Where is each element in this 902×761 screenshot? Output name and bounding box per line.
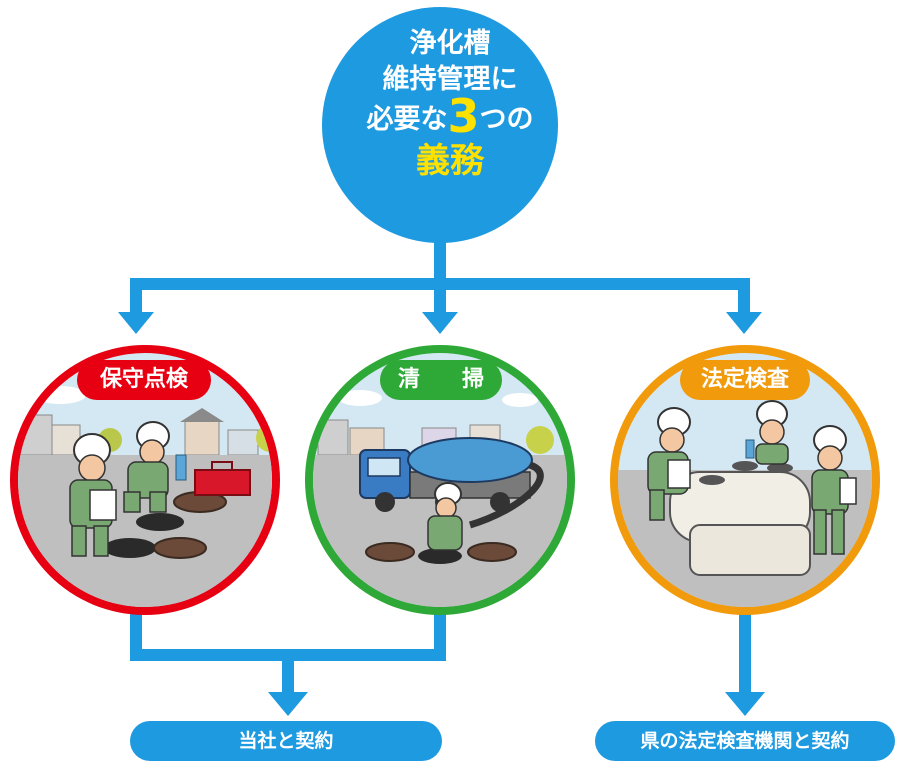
center-line-3-post: つの <box>479 104 534 135</box>
center-line-3: 必要な3つの <box>330 93 570 139</box>
legal-inspection-label: 法定検査 <box>680 360 810 400</box>
center-line-2: 維持管理に <box>382 64 518 95</box>
maintenance-illustration <box>10 345 280 615</box>
cleaning-label-a: 清 <box>397 367 420 392</box>
center-line-1: 浄化槽 <box>409 28 491 59</box>
result-company-contract: 当社と契約 <box>130 721 442 761</box>
cleaning-illustration <box>305 345 575 615</box>
result-arrow-icons <box>268 692 765 716</box>
center-line-4: 義務 <box>416 141 484 181</box>
maintenance-label: 保守点検 <box>77 360 211 400</box>
cleaning-label-b: 掃 <box>462 367 485 392</box>
down-arrow-icons <box>118 312 762 334</box>
center-number: 3 <box>447 89 480 143</box>
top-connectors <box>130 230 750 318</box>
result-prefecture-contract: 県の法定検査機関と契約 <box>595 721 895 761</box>
center-line-3-pre: 必要な <box>366 104 448 135</box>
bottom-connectors <box>130 604 751 696</box>
legal-inspection-illustration <box>610 345 880 615</box>
cleaning-label: 清掃 <box>380 360 502 400</box>
center-title: 浄化槽 維持管理に 必要な3つの 義務 <box>330 26 570 184</box>
center-circle <box>322 7 558 243</box>
